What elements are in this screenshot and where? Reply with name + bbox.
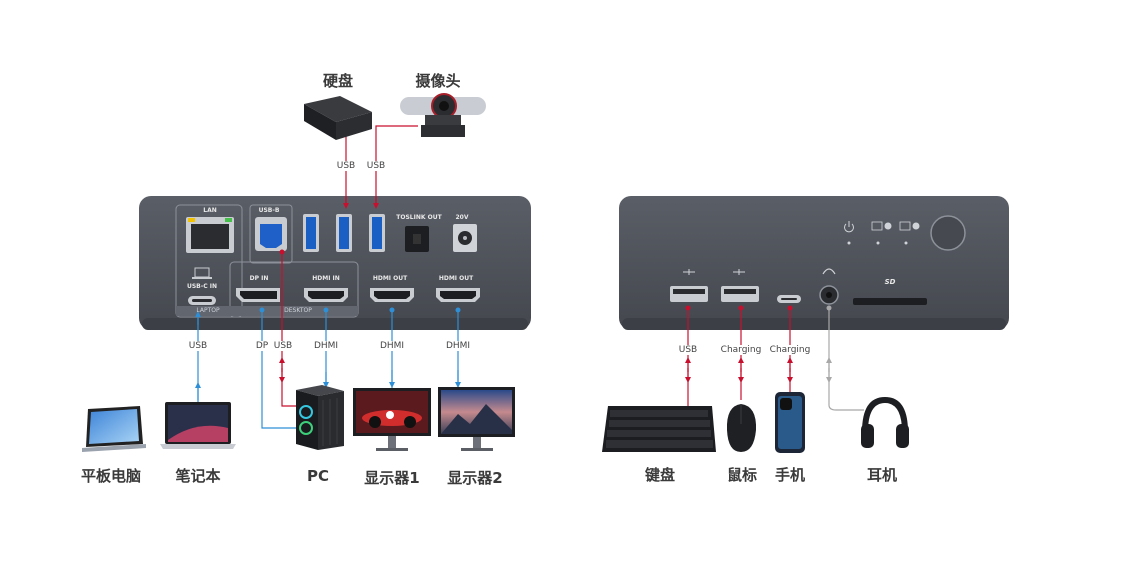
keyboard-icon	[602, 406, 716, 452]
dp-in-port[interactable]	[236, 288, 280, 302]
hdmi-out-2-label: HDMI OUT	[438, 275, 474, 282]
headphones-icon	[861, 396, 909, 448]
phone-label: 手机	[774, 466, 806, 484]
keyboard-label: 键盘	[644, 466, 676, 484]
usb-b-port[interactable]	[255, 217, 287, 251]
audio-jack[interactable]	[819, 285, 839, 305]
camera-usb-cable	[373, 125, 418, 209]
monitor1-label: 显示器1	[364, 469, 420, 487]
usb-b-port-label: USB-B	[258, 207, 280, 214]
toslink-port[interactable]	[405, 226, 429, 252]
headphone-icon	[822, 268, 836, 275]
lan-port-label: LAN	[203, 207, 217, 214]
toslink-label: TOSLINK OUT	[396, 214, 442, 221]
laptop-label: 笔记本	[175, 467, 221, 485]
camera-label: 摄像头	[415, 72, 461, 90]
lan-port[interactable]	[186, 217, 234, 253]
status-indicators	[847, 221, 920, 245]
tablet-label: 平板电脑	[80, 467, 142, 485]
usb3-port-2[interactable]	[336, 214, 352, 252]
usb-c-in-port[interactable]	[188, 296, 216, 305]
pc-tower-icon	[296, 385, 344, 450]
mouse-icon	[726, 404, 757, 452]
phone-charging-label: Charging	[768, 345, 812, 355]
pc-usb-cable	[279, 249, 300, 407]
headphones-label: 耳机	[866, 466, 898, 484]
monitor2-hdmi-label: DHMI	[444, 341, 472, 351]
power-button[interactable]	[930, 215, 966, 251]
pc-usb-label: USB	[272, 341, 294, 351]
keyboard-usb-label: USB	[677, 345, 699, 355]
usb-icon	[683, 269, 695, 275]
hdmi-out-1-port[interactable]	[370, 288, 414, 302]
hdmi-in-port[interactable]	[304, 288, 348, 302]
sd-slot-label: SD	[884, 278, 896, 286]
phone-icon	[775, 392, 805, 453]
power-port[interactable]	[453, 224, 477, 252]
monitor2-icon	[438, 387, 515, 451]
front-usb-c-port[interactable]	[777, 295, 801, 303]
mouse-charging-label: Charging	[719, 345, 763, 355]
power-icon	[844, 221, 854, 233]
usb-c-in-label: USB-C IN	[186, 283, 218, 290]
dp-in-label: DP IN	[249, 275, 269, 282]
tablet-icon	[82, 406, 146, 452]
mouse-label: 鼠标	[726, 466, 758, 484]
headphones-audio-cable	[826, 305, 864, 411]
keyboard-usb-cable	[685, 305, 691, 406]
laptop-icon	[192, 267, 212, 279]
monitor1-hdmi-label: DHMI	[378, 341, 406, 351]
monitor1-icon	[353, 388, 431, 451]
hdmi-out-2-port[interactable]	[436, 288, 480, 302]
dock-front-panel	[619, 196, 1009, 330]
usb3-port-1[interactable]	[303, 214, 319, 252]
laptop-group-label: LAPTOP	[196, 307, 220, 314]
front-usb-port-2[interactable]	[721, 286, 759, 302]
hdmi-out-1-label: HDMI OUT	[372, 275, 408, 282]
hdd-icon	[304, 96, 372, 140]
hdd-label: 硬盘	[322, 72, 354, 90]
pc-hdmi-cable	[323, 307, 329, 392]
cam-usb-label: USB	[365, 161, 387, 171]
monitor2-label: 显示器2	[447, 469, 503, 487]
pc-dp-label: DP	[254, 341, 270, 351]
power-port-label: 20V	[455, 214, 469, 221]
usb3-port-3[interactable]	[369, 214, 385, 252]
laptop-icon	[160, 402, 236, 449]
front-usb-port-1[interactable]	[670, 286, 708, 302]
pc-label: PC	[306, 467, 330, 485]
webcam-icon	[400, 93, 486, 137]
hdmi-in-label: HDMI IN	[312, 275, 340, 282]
usb-icon	[733, 269, 745, 275]
laptop-usb-label: USB	[187, 341, 209, 351]
desktop-group-label: DESKTOP	[284, 307, 312, 314]
hdd-usb-label: USB	[335, 161, 357, 171]
pc-hdmi-label: DHMI	[312, 341, 340, 351]
sd-card-slot[interactable]	[853, 298, 927, 305]
